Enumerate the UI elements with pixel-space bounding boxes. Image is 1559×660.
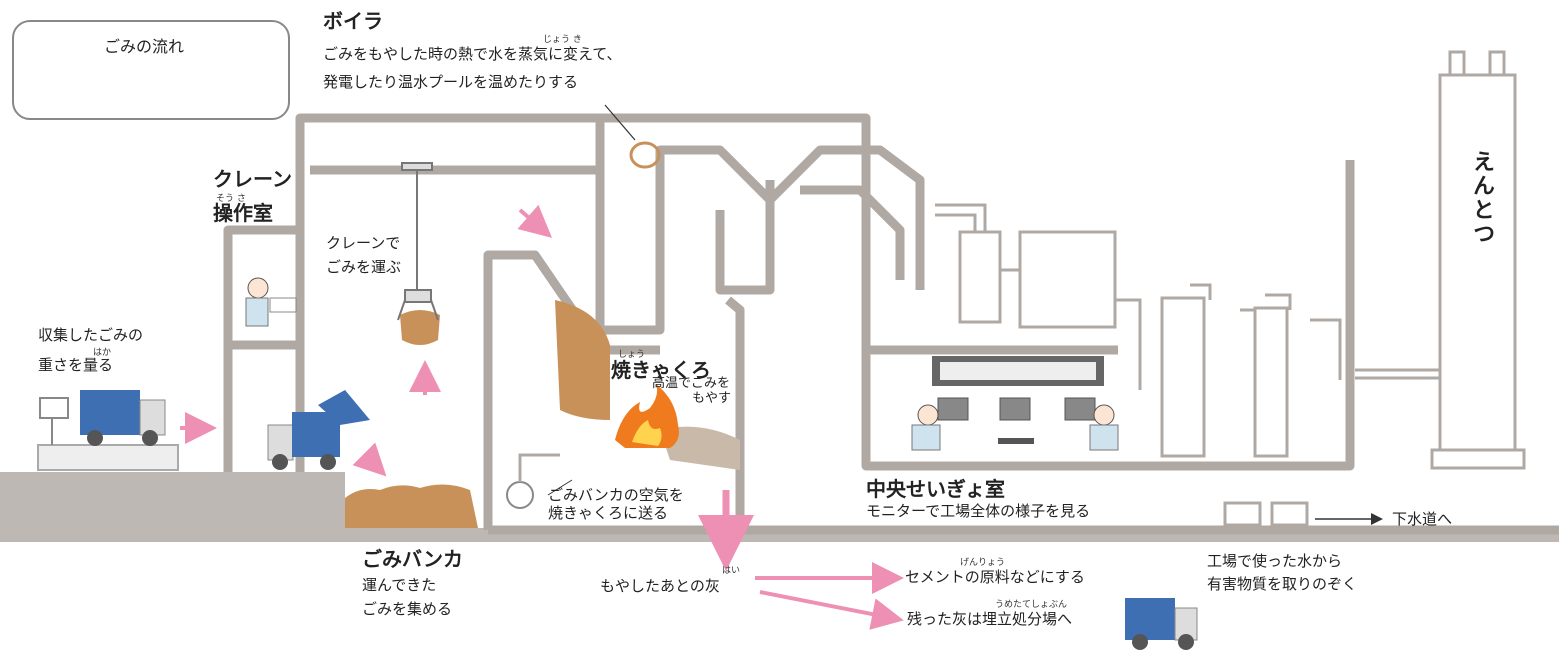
crane-room-ruby: そう さ [216,194,246,204]
control-keyboard [998,438,1034,444]
incinerator-title: 焼きゃくろ [611,358,711,382]
truck-on-scale [37,390,179,471]
ash-ruby: はい [722,566,741,576]
legend-box: ごみの流れ [12,20,290,120]
garbage-slope [555,300,610,420]
cement-label: セメントの原料などにする [905,568,1085,586]
air-fan-desc-line2: 焼きゃくろに送る [548,504,669,522]
boiler-coil [629,141,661,169]
incinerator-ruby: しょう [618,350,646,360]
bunker-desc-line1: 運んできた [362,576,437,594]
air-fan-desc-line1: ごみバンカの空気を [548,486,684,504]
weigh-desc-line1: 収集したごみの [38,326,144,344]
fire [615,384,679,448]
weigh-ruby: はか [93,348,112,358]
scrubber-tower-1 [1160,296,1206,458]
control-monitors [937,397,1096,421]
cement-ruby: げんりょう [960,558,1006,568]
crane-room-title-line1: クレーン [213,167,292,191]
boiler-steam-ruby: じょう き [543,35,582,45]
crane-desc-line2: ごみを運ぶ [326,258,402,276]
landfill-label: 残った灰は埋立処分場へ [907,610,1073,628]
scrubber-tower-2 [1253,306,1289,458]
boiler-title: ボイラ [323,9,383,33]
pipes [935,203,1440,390]
crane [397,162,439,321]
truck-to-landfill [1125,598,1198,650]
chimney-label: えんとつ [1469,150,1494,246]
boiler-desc-line2: 発電したり温水プールを温めたりする [323,73,579,91]
water-tank-1 [1223,501,1262,527]
chimney [1430,50,1526,470]
control-operators [911,404,1119,451]
crane-grab-garbage [400,310,440,345]
weigh-desc-line2: 重さを量る [38,356,114,374]
incinerator-note-line1: 高温でごみを [652,376,731,391]
garbage-pile-bunker [345,484,478,528]
crane-operator [245,277,297,327]
catalyst-unit [1018,230,1117,329]
control-room-desc: モニターで工場全体の様子を見る [866,502,1091,520]
boiler-desc-line1: ごみをもやした時の熱で水を蒸気に変えて、 [323,45,622,63]
crane-room-title-line2: 操作室 [213,201,273,225]
water-tank-2 [1270,501,1309,527]
air-fan [506,481,534,509]
bunker-desc-line2: ごみを集める [362,600,453,618]
bunker-title: ごみバンカ [362,547,463,571]
landfill-ruby: うめたてしょぶん [995,600,1068,610]
ash-pile [660,426,740,470]
ash-label: もやしたあとの灰 [600,577,720,595]
sewer-label: 下水道へ [1392,510,1453,528]
water-desc-line2: 有害物質を取りのぞく [1207,575,1358,593]
water-desc-line1: 工場で使った水から [1207,552,1343,570]
legend-label: ごみの流れ [104,37,185,56]
control-room-title: 中央せいぎょ室 [866,477,1005,501]
incinerator-note-line2: もやす [692,391,732,406]
crane-desc-line1: クレーンで [326,234,401,252]
filter-unit [958,230,1002,324]
truck-dumping [267,390,370,470]
